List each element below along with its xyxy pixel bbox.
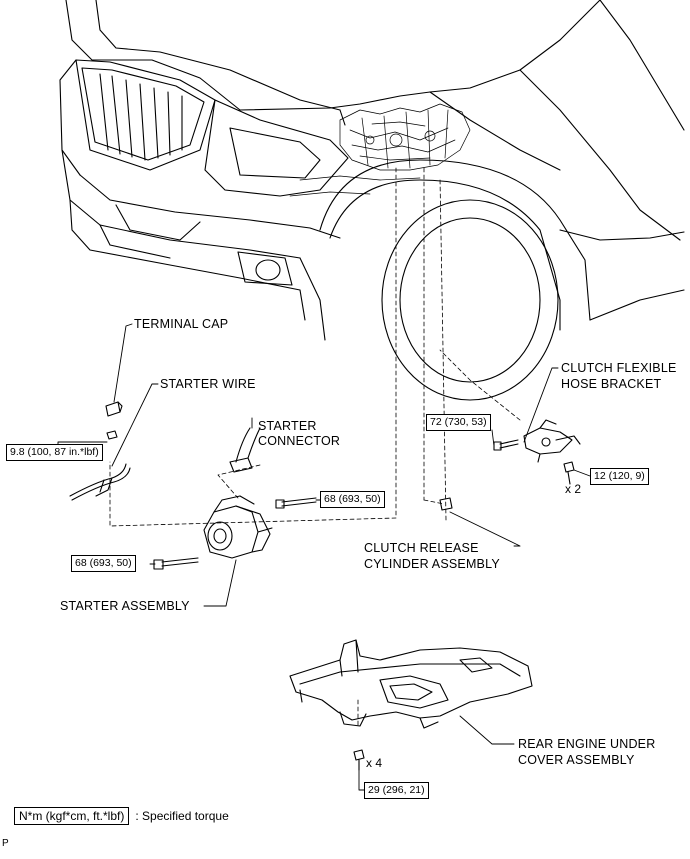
- qty-under-cover-bolt: x 4: [366, 756, 383, 770]
- label-starter-connector-line1: STARTER: [258, 419, 317, 433]
- legend-unit-box: N*m (kgf*cm, ft.*lbf): [14, 807, 130, 825]
- torque-release-cylinder-bolt: 12 (120, 9): [590, 468, 649, 485]
- leader-under-cover: [459, 715, 515, 745]
- label-clutch-release-cylinder-line2: CYLINDER ASSEMBLY: [364, 557, 500, 571]
- torque-hose-bracket-bolt: 72 (730, 53): [426, 414, 491, 431]
- starter-connector-part: [229, 427, 261, 473]
- headlight: [204, 99, 349, 197]
- torque-starter-bolt-upper: 68 (693, 50): [320, 491, 385, 508]
- front-wheel: [319, 159, 685, 401]
- starter-wire-part: [69, 463, 131, 501]
- terminal-cap-part: [105, 401, 123, 417]
- leader-release-cylinder-bolt: [573, 469, 591, 477]
- label-starter-assembly: STARTER ASSEMBLY: [60, 599, 190, 613]
- assembly-guide-lines: [109, 167, 521, 726]
- torque-legend: N*m (kgf*cm, ft.*lbf) : Specified torque: [14, 807, 229, 825]
- starter-bolt-lower-part: [153, 557, 199, 570]
- vehicle-body-drawing: [59, 0, 685, 401]
- torque-terminal-nut: 9.8 (100, 87 in.*lbf): [6, 444, 103, 461]
- front-grille: [59, 59, 216, 176]
- release-cylinder-bolt-part: [563, 461, 575, 485]
- label-clutch-release-cylinder-line1: CLUTCH RELEASE: [364, 541, 479, 555]
- release-cylinder-nut-part: [439, 497, 453, 511]
- starter-assembly-part: [203, 495, 273, 559]
- fog-lamp: [255, 259, 281, 281]
- label-starter-connector-line2: CONNECTOR: [258, 434, 341, 448]
- clutch-hose-bracket-part: [523, 419, 581, 463]
- terminal-nut-part: [106, 430, 118, 440]
- torque-starter-bolt-lower: 68 (693, 50): [71, 555, 136, 572]
- leader-release-cylinder: [449, 511, 521, 547]
- leader-under-cover-bolt: [358, 769, 365, 791]
- starter-bolt-upper-part: [275, 497, 317, 509]
- corner-mark: P: [2, 838, 9, 849]
- front-bumper: [61, 149, 341, 341]
- under-cover-part: [289, 639, 533, 729]
- label-clutch-flexible-hose-bracket-line1: CLUTCH FLEXIBLE: [561, 361, 677, 375]
- label-terminal-cap: TERMINAL CAP: [134, 317, 229, 331]
- leader-lines: [57, 323, 591, 791]
- leader-terminal-cap: [113, 323, 133, 403]
- label-starter-wire: STARTER WIRE: [160, 377, 256, 391]
- hose-bracket-bolt-part: [493, 439, 519, 451]
- qty-release-cylinder-bolt: x 2: [565, 482, 582, 496]
- engine-bay-parts: [289, 103, 471, 197]
- torque-under-cover-bolt: 29 (296, 21): [364, 782, 429, 799]
- leader-hose-bracket: [523, 367, 559, 443]
- label-rear-engine-under-cover-line1: REAR ENGINE UNDER: [518, 737, 656, 751]
- under-cover-bolt-part: [353, 749, 365, 771]
- leader-starter-wire: [111, 383, 159, 467]
- label-rear-engine-under-cover-line2: COVER ASSEMBLY: [518, 753, 635, 767]
- legend-description: : Specified torque: [135, 809, 229, 823]
- label-clutch-flexible-hose-bracket-line2: HOSE BRACKET: [561, 377, 662, 391]
- leader-starter-assembly: [203, 559, 237, 607]
- leader-hose-bracket-bolt: [491, 429, 495, 447]
